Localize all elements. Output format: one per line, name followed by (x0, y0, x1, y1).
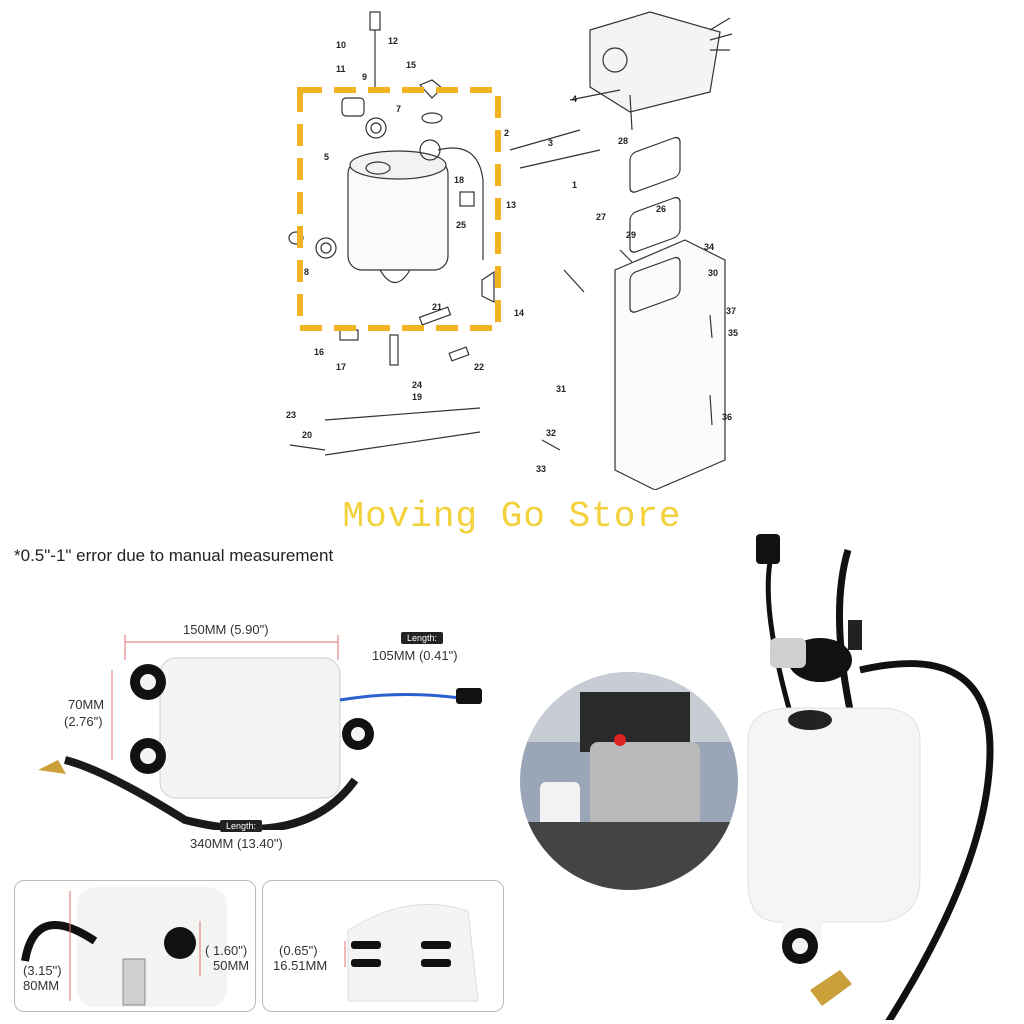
callout-1: 1 (572, 180, 577, 190)
callout-23: 23 (286, 410, 296, 420)
wire-length-tag: Length: (401, 632, 444, 644)
detail1-mm-label: 80MM (23, 978, 60, 993)
callout-8: 8 (304, 267, 309, 277)
detail-panel-left: (3.15") 80MM ( 1.60") 50MM (14, 880, 256, 1012)
callout-9: 9 (362, 72, 367, 82)
engine-installed-photo (520, 672, 738, 890)
callout-15: 15 (406, 60, 416, 70)
callout-32: 32 (546, 428, 556, 438)
detail-panel-right: (0.65") 16.51MM (262, 880, 504, 1012)
exploded-parts-diagram: 12 10 11 9 15 7 5 8 16 17 18 24 19 23 20… (286, 11, 738, 490)
detail1-in-label: (3.15") (23, 963, 62, 978)
callout-20: 20 (302, 430, 312, 440)
detail2-mm-label: 50MM (213, 958, 250, 973)
callout-10: 10 (336, 40, 346, 50)
measurement-note: *0.5"-1" error due to manual measurement (14, 546, 334, 565)
callout-14: 14 (514, 308, 524, 318)
oil-tank-product-photo (747, 534, 994, 1020)
callout-18: 18 (454, 175, 464, 185)
callout-4: 4 (572, 94, 577, 104)
callout-27: 27 (596, 212, 606, 222)
callout-33: 33 (536, 464, 546, 474)
callout-2: 2 (504, 128, 509, 138)
callout-35: 35 (728, 328, 738, 338)
store-watermark: Moving Go Store (342, 496, 682, 537)
height-mm-label: 70MM (68, 697, 105, 712)
tank-dimension-photo (38, 635, 482, 830)
callout-12: 12 (388, 36, 398, 46)
callout-22: 22 (474, 362, 484, 372)
wire-length-label: 105MM (0.41") (372, 648, 458, 663)
callout-25: 25 (456, 220, 466, 230)
detail3-mm-label: 16.51MM (273, 958, 328, 973)
callout-16: 16 (314, 347, 324, 357)
callout-7: 7 (396, 104, 401, 114)
callout-11: 11 (336, 64, 346, 74)
callout-36: 36 (722, 412, 732, 422)
callout-28: 28 (618, 136, 628, 146)
callout-3: 3 (548, 138, 553, 148)
callout-17: 17 (336, 362, 346, 372)
callout-31: 31 (556, 384, 566, 394)
detail2-in-label: ( 1.60") (205, 943, 248, 958)
hose-length-label: 340MM (13.40") (190, 836, 283, 851)
callout-26: 26 (656, 204, 666, 214)
callout-5: 5 (324, 152, 329, 162)
callout-30: 30 (708, 268, 718, 278)
callout-21: 21 (432, 302, 442, 312)
callout-19: 19 (412, 392, 422, 402)
callout-29: 29 (626, 230, 636, 240)
detail3-in-label: (0.65") (279, 943, 318, 958)
hose-length-tag: Length: (220, 820, 263, 832)
callout-13: 13 (506, 200, 516, 210)
width-label: 150MM (5.90") (183, 622, 269, 637)
callout-24: 24 (412, 380, 422, 390)
callout-37: 37 (726, 306, 736, 316)
callout-34: 34 (704, 242, 714, 252)
height-in-label: (2.76") (64, 714, 103, 729)
